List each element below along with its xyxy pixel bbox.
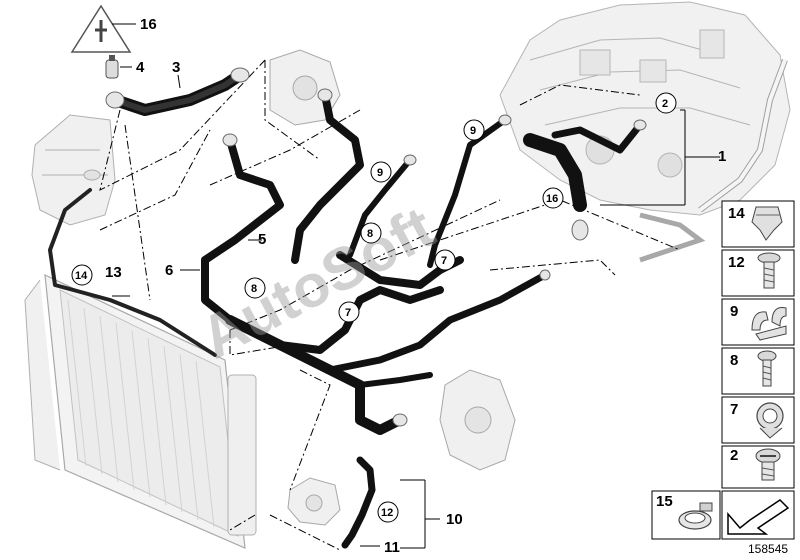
hose-connectors: [105, 67, 647, 427]
callout-16-engine: 16: [546, 193, 558, 205]
callout-2: 2: [662, 98, 668, 110]
hose-5: [291, 91, 364, 264]
hose-9-upper: [427, 117, 508, 268]
hose-1: [523, 133, 587, 212]
hose-10: [341, 456, 376, 549]
expansion-tank: [31, 114, 116, 226]
legend-num-7: 7: [730, 401, 738, 418]
circled-callout-labels: 2 9 9 16 8 8 7 7 14 12: [75, 98, 668, 519]
direction-arrow-icon: [727, 499, 790, 535]
callout-8-lower: 8: [251, 283, 257, 295]
legend-num-15: 15: [656, 493, 673, 510]
callout-10: 10: [446, 511, 463, 528]
legend-num-14: 14: [728, 205, 745, 222]
callout-5: 5: [258, 231, 266, 248]
parts-legend: 14 12 9 8 7: [651, 200, 795, 540]
auxiliary-pump: [287, 477, 341, 526]
callout-3: 3: [172, 59, 180, 76]
callouts: 16 4 3 1 5 6 13 10 11: [105, 16, 726, 556]
clamp-clip-icon: [751, 206, 783, 241]
hose-13: [48, 188, 217, 357]
callout-9-lower: 9: [377, 167, 383, 179]
callout-11: 11: [384, 539, 400, 556]
hose-9-lower: [347, 157, 413, 258]
callout-16: 16: [140, 16, 157, 33]
callout-9-upper: 9: [470, 125, 476, 137]
callout-4: 4: [136, 59, 145, 76]
callout-1: 1: [718, 148, 726, 165]
hose-clamp-icon: [678, 502, 713, 530]
leader-lines: [99, 59, 681, 551]
callout-12: 12: [381, 507, 393, 519]
screw-icon: [757, 252, 781, 289]
legend-num-12: 12: [728, 254, 745, 271]
callout-7-left: 7: [345, 307, 351, 319]
callout-13: 13: [105, 264, 122, 281]
thermostat-housing: [439, 369, 516, 471]
legend-num-2: 2: [730, 447, 738, 464]
legend-num-9: 9: [730, 303, 738, 320]
legend-num-8: 8: [730, 352, 738, 369]
spring-clip-icon: [756, 402, 784, 439]
callout-8-upper: 8: [367, 228, 373, 240]
bolt-icon: [757, 350, 777, 387]
circled-callouts: [71, 92, 677, 523]
warning-triangle-icon: [70, 4, 132, 53]
radiator: [24, 274, 257, 549]
callout-7-right: 7: [441, 255, 447, 267]
bleed-screw-icon: [755, 448, 781, 481]
hose-clip-icon: [751, 307, 787, 341]
part-number: 158545: [748, 542, 788, 556]
callout-6: 6: [165, 262, 173, 279]
hose-6: [201, 136, 284, 324]
callout-14: 14: [75, 270, 88, 282]
sensor-plug-icon: [105, 55, 119, 79]
water-pump: [269, 49, 341, 126]
